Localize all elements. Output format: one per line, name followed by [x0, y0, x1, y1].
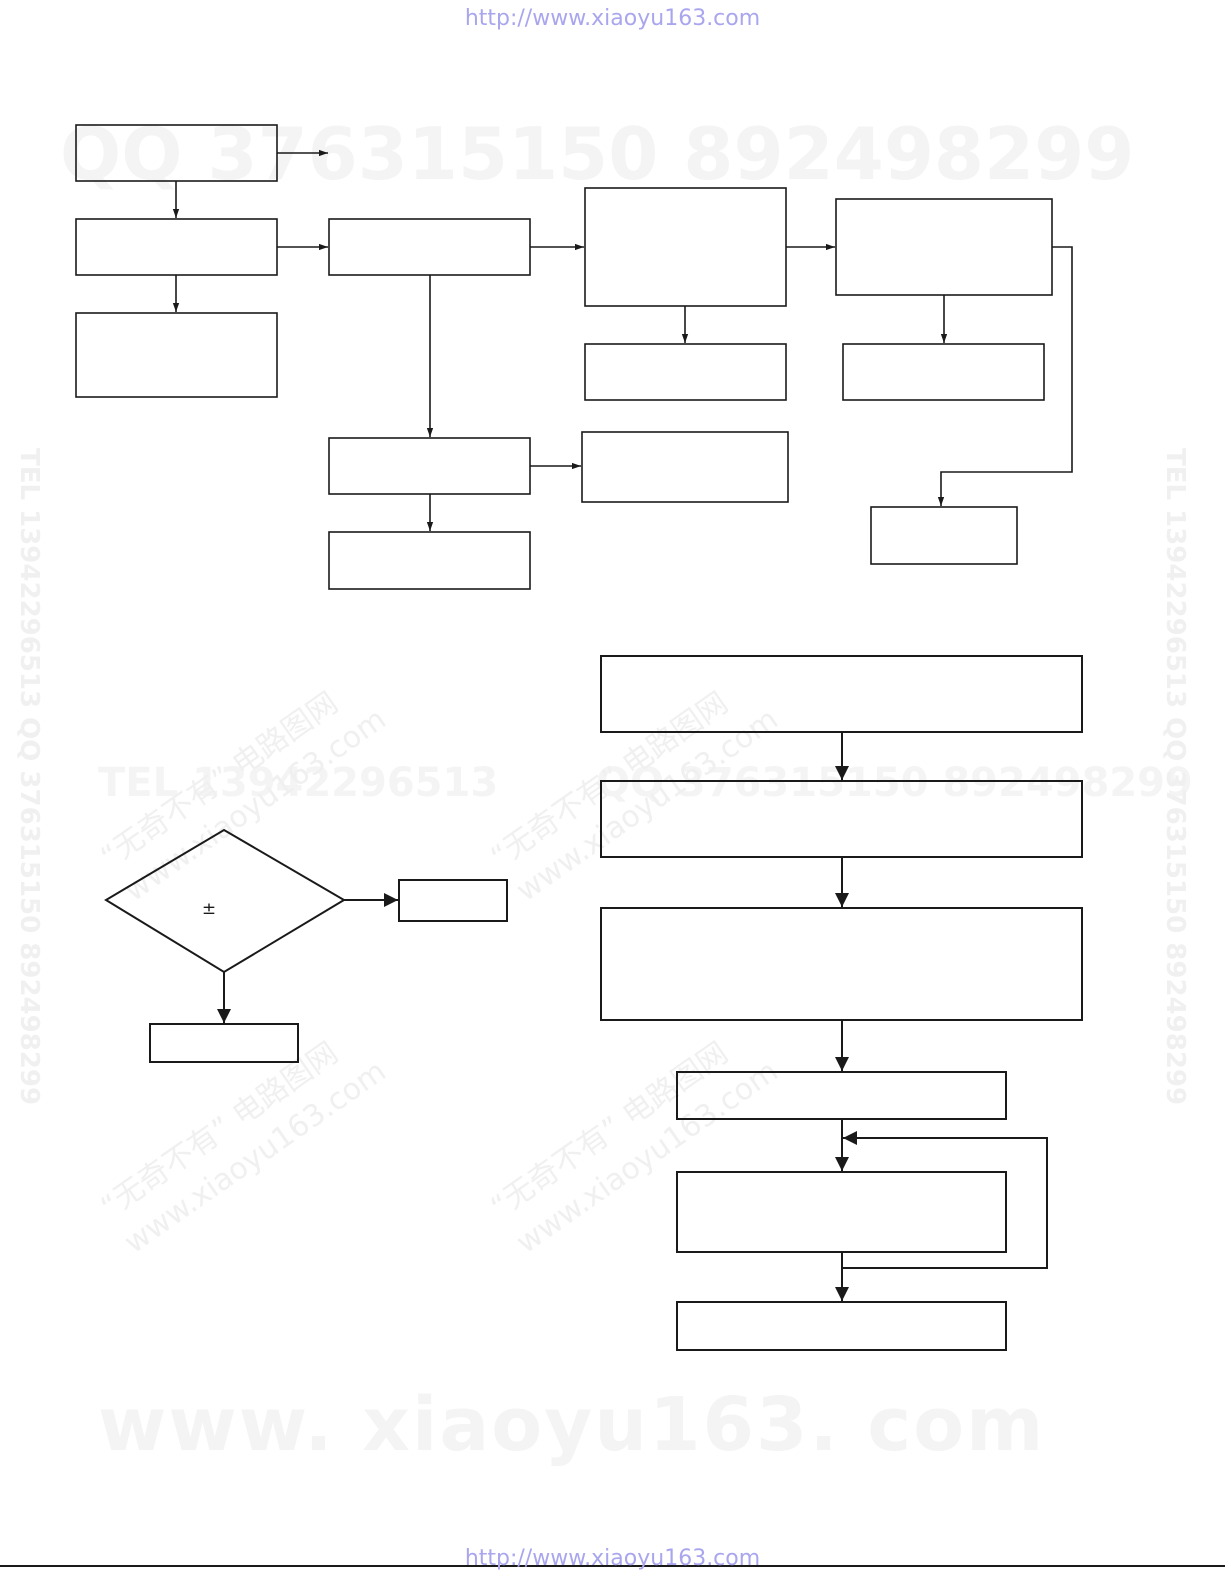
- flow-box-6: [835, 198, 1053, 296]
- procedure-step-3: [600, 907, 1083, 1021]
- flow-box-2: [75, 218, 278, 276]
- flow-box-1: [75, 124, 278, 182]
- flow-box-5: [584, 187, 787, 307]
- header-url[interactable]: http://www.xiaoyu163.com: [464, 6, 761, 31]
- flow-box-9: [328, 437, 531, 495]
- flow-box-3: [75, 312, 278, 398]
- arrow-loop-back: [842, 1131, 1048, 1269]
- procedure-step-6: [676, 1301, 1007, 1351]
- flow-box-11: [870, 506, 1018, 565]
- decision-symbol: ±: [202, 899, 216, 919]
- flow-box-4: [328, 218, 531, 276]
- decision-no-box: [149, 1023, 299, 1063]
- flow-box-10: [581, 431, 789, 503]
- flow-box-8: [842, 343, 1045, 401]
- decision-yes-box: [398, 879, 508, 922]
- procedure-step-1: [600, 655, 1083, 733]
- decision-diamond: [104, 828, 346, 974]
- procedure-step-5: [676, 1171, 1007, 1253]
- flow-box-12: [328, 531, 531, 590]
- flow-box-7: [584, 343, 787, 401]
- procedure-step-2: [600, 780, 1083, 858]
- footer-url[interactable]: http://www.xiaoyu163.com: [464, 1546, 761, 1571]
- procedure-step-4: [676, 1071, 1007, 1120]
- arrow-box6-box11: [937, 246, 1073, 506]
